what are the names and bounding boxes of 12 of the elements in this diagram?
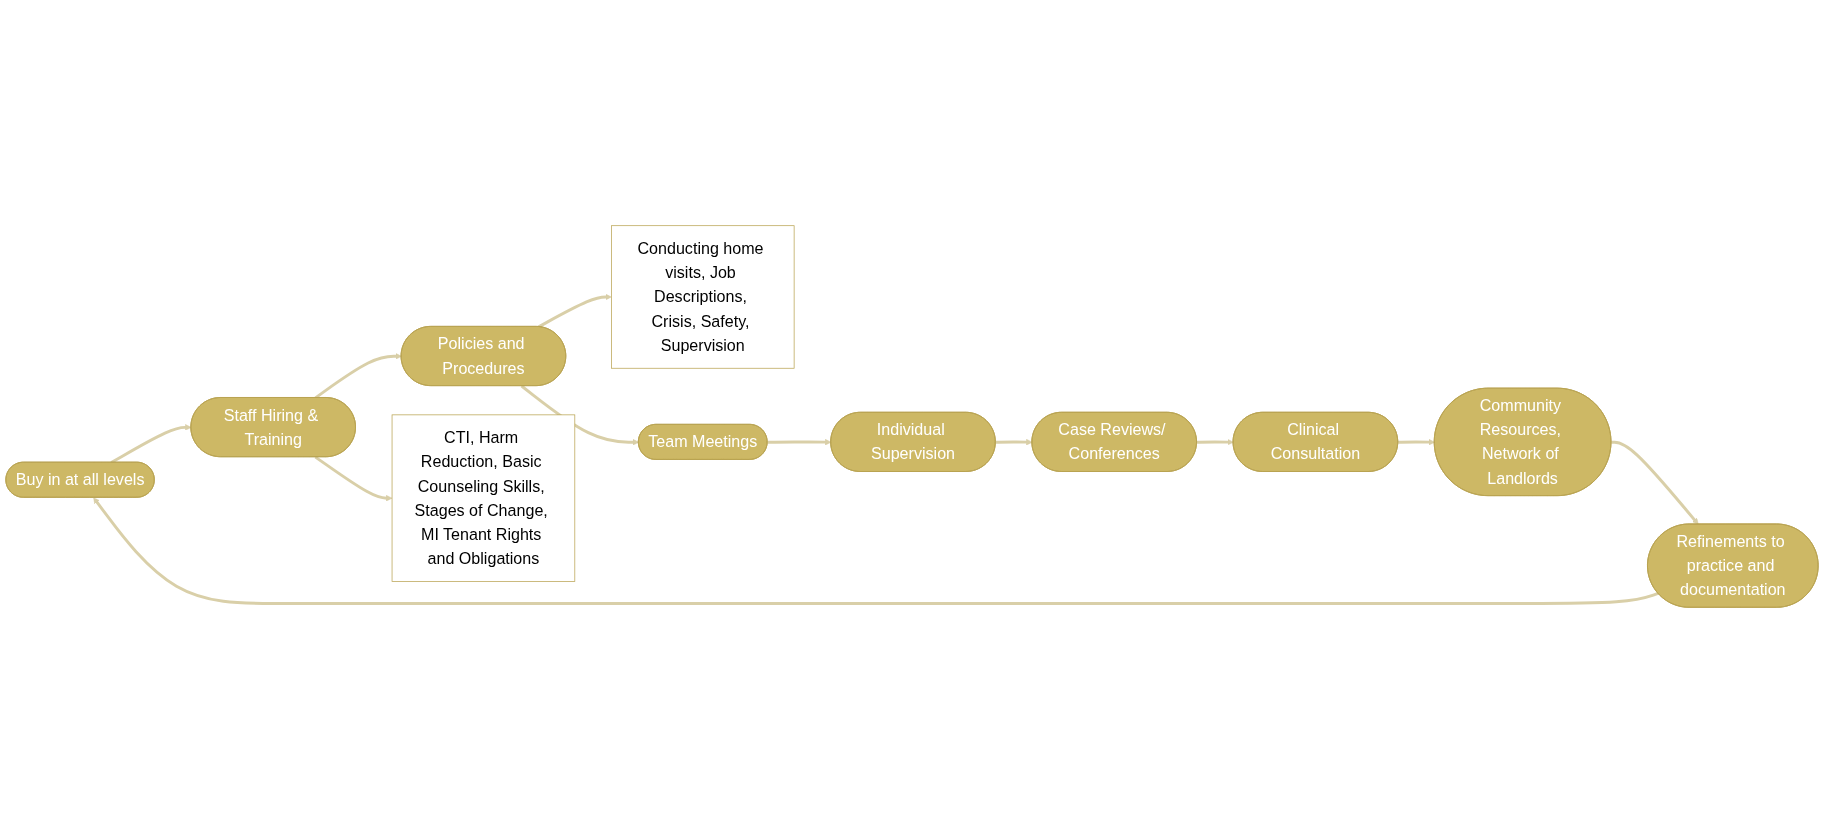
arrow [314,455,393,502]
arrow [1398,438,1435,446]
node-box: CTI, Harm Reduction, Basic Counseling Skills, Stages of Change, MI Tenant Rights and Obligations [391,414,576,582]
arrow [1196,438,1234,446]
arrow [110,424,192,464]
node-box: Conducting home visits, Job Descriptions, Crisis, Safety, Supervision [611,225,795,369]
arrow [995,438,1033,446]
arrow [1611,440,1699,525]
arrow [537,293,612,329]
arrow [767,438,832,446]
arrow [93,497,1659,605]
arrow [520,384,639,446]
